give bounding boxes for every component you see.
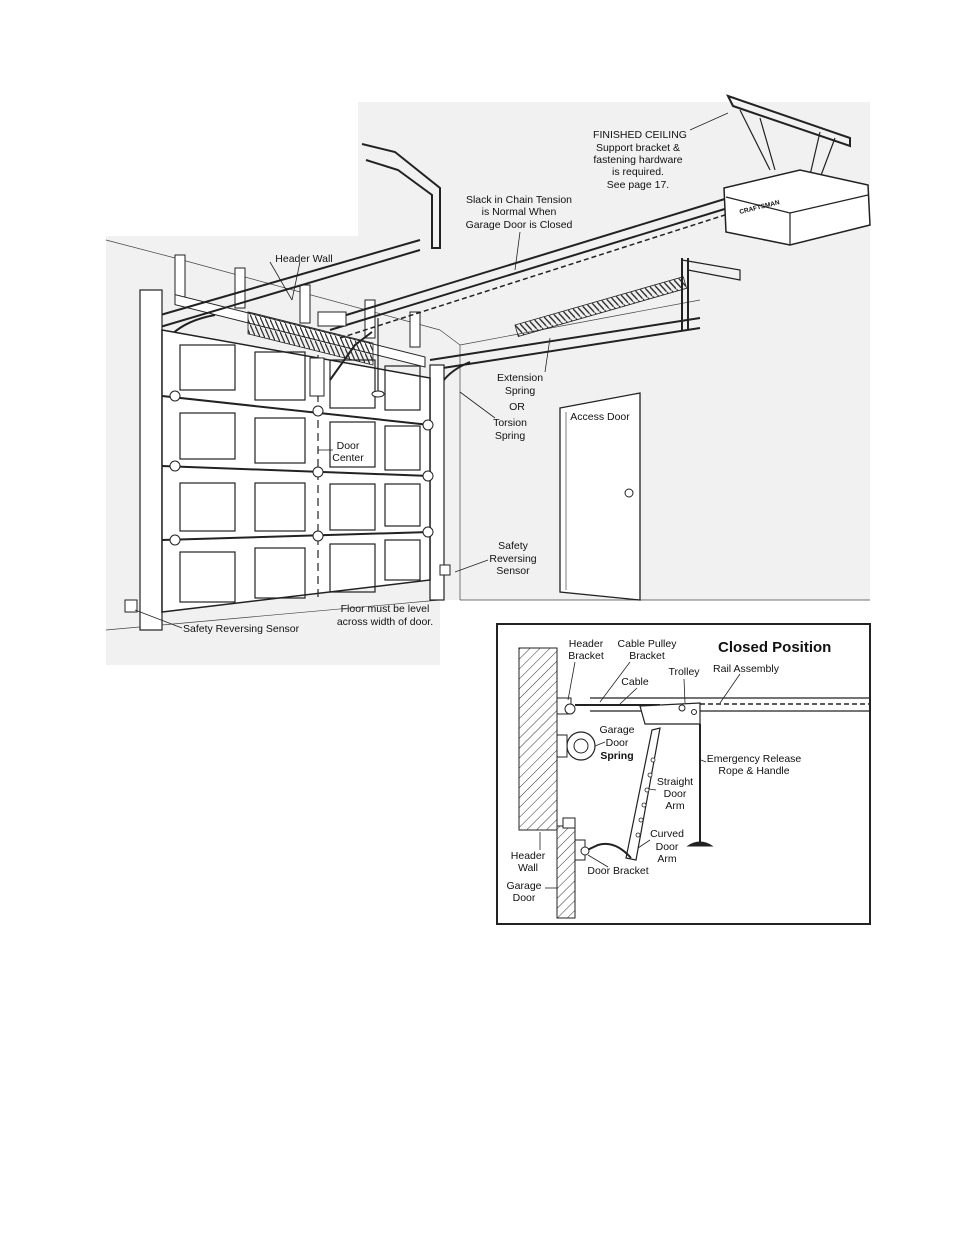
label-torsion-1: Torsion bbox=[493, 417, 527, 429]
inset-header-wall bbox=[518, 647, 558, 831]
access-door-knob bbox=[624, 488, 634, 498]
inset-spring bbox=[556, 731, 596, 761]
label-extension-2: Spring bbox=[505, 385, 536, 397]
inset-label-straight-3: Arm bbox=[665, 800, 685, 812]
inset-label-emergency-2: Rope & Handle bbox=[718, 765, 789, 777]
inset-label-cable-pulley-2: Bracket bbox=[629, 650, 665, 662]
label-support-2: fastening hardware bbox=[593, 154, 682, 166]
inset-curved-arm bbox=[582, 842, 632, 859]
label-support-4: See page 17. bbox=[607, 179, 669, 191]
inset-label-garage-door-2: Door bbox=[513, 892, 536, 904]
inset-label-spring-1: Garage bbox=[599, 724, 634, 736]
closed-position-inset: Closed Position Header Bracket Cable Pul… bbox=[496, 623, 871, 925]
inset-label-header-wall-2: Wall bbox=[518, 862, 538, 874]
label-support-1: Support bracket & bbox=[596, 142, 680, 154]
torsion-spring bbox=[247, 311, 374, 366]
inset-release-handle bbox=[686, 841, 714, 847]
label-slack-3: Garage Door is Closed bbox=[466, 219, 573, 231]
label-header-wall: Header Wall bbox=[275, 253, 332, 265]
left-hanger-bracket bbox=[361, 143, 441, 249]
horizontal-tracks bbox=[149, 239, 741, 371]
label-slack-1: Slack in Chain Tension bbox=[466, 194, 572, 206]
inset-label-cable-pulley-1: Cable Pulley bbox=[618, 638, 678, 650]
garage-door bbox=[161, 329, 434, 613]
inset-garage-door bbox=[556, 825, 576, 919]
inset-label-curved-1: Curved bbox=[650, 828, 684, 840]
label-torsion-2: Spring bbox=[495, 430, 526, 442]
inset-label-door-bracket: Door Bracket bbox=[587, 865, 648, 877]
safety-sensor-left bbox=[124, 599, 138, 613]
label-slack-2: is Normal When bbox=[482, 206, 557, 218]
label-finished-ceiling: FINISHED CEILING bbox=[593, 129, 687, 141]
label-access-door: Access Door bbox=[570, 411, 630, 423]
inset-label-rail-assembly: Rail Assembly bbox=[713, 663, 780, 675]
label-safety-1: Safety bbox=[498, 540, 529, 552]
label-support-3: is required. bbox=[612, 166, 664, 178]
inset-label-garage-door-1: Garage bbox=[506, 880, 541, 892]
ceiling-support-bracket bbox=[726, 94, 851, 179]
label-floor-2: across width of door. bbox=[337, 616, 433, 628]
label-or: OR bbox=[509, 401, 525, 413]
inset-trolley bbox=[639, 702, 701, 725]
inset-label-curved-3: Arm bbox=[657, 853, 677, 865]
inset-label-header-bracket-2: Bracket bbox=[568, 650, 604, 662]
opener-motor-unit: CRAFTSMAN bbox=[723, 169, 871, 246]
label-safety-bottom: Safety Reversing Sensor bbox=[183, 623, 300, 635]
label-floor-1: Floor must be level bbox=[341, 603, 430, 615]
inset-rail bbox=[575, 697, 870, 712]
inset-label-trolley: Trolley bbox=[668, 666, 700, 678]
label-safety-3: Sensor bbox=[496, 565, 530, 577]
inset-label-emergency-1: Emergency Release bbox=[707, 753, 802, 765]
inset-label-straight-1: Straight bbox=[657, 776, 693, 788]
door-arm bbox=[329, 331, 373, 381]
inset-label-cable: Cable bbox=[621, 676, 649, 688]
inset-label-header-bracket-1: Header bbox=[569, 638, 604, 650]
left-jamb bbox=[139, 289, 163, 631]
inset-title: Closed Position bbox=[718, 639, 831, 656]
label-safety-2: Reversing bbox=[489, 553, 536, 565]
opener-rail bbox=[329, 197, 729, 339]
header-bracket bbox=[317, 311, 347, 327]
inset-label-spring-3: Spring bbox=[600, 750, 633, 762]
label-door-center-2: Center bbox=[332, 452, 364, 464]
access-door bbox=[559, 392, 641, 601]
garage-scene: CRAFTSMAN bbox=[105, 94, 871, 665]
inset-label-spring-2: Door bbox=[606, 737, 629, 749]
inset-label-curved-2: Door bbox=[656, 841, 679, 853]
inset-label-straight-2: Door bbox=[664, 788, 687, 800]
safety-sensor-right bbox=[439, 564, 451, 576]
extension-spring bbox=[514, 276, 688, 338]
inset-label-header-wall-1: Header bbox=[511, 850, 546, 862]
label-extension-1: Extension bbox=[497, 372, 543, 384]
label-door-center-1: Door bbox=[337, 440, 360, 452]
